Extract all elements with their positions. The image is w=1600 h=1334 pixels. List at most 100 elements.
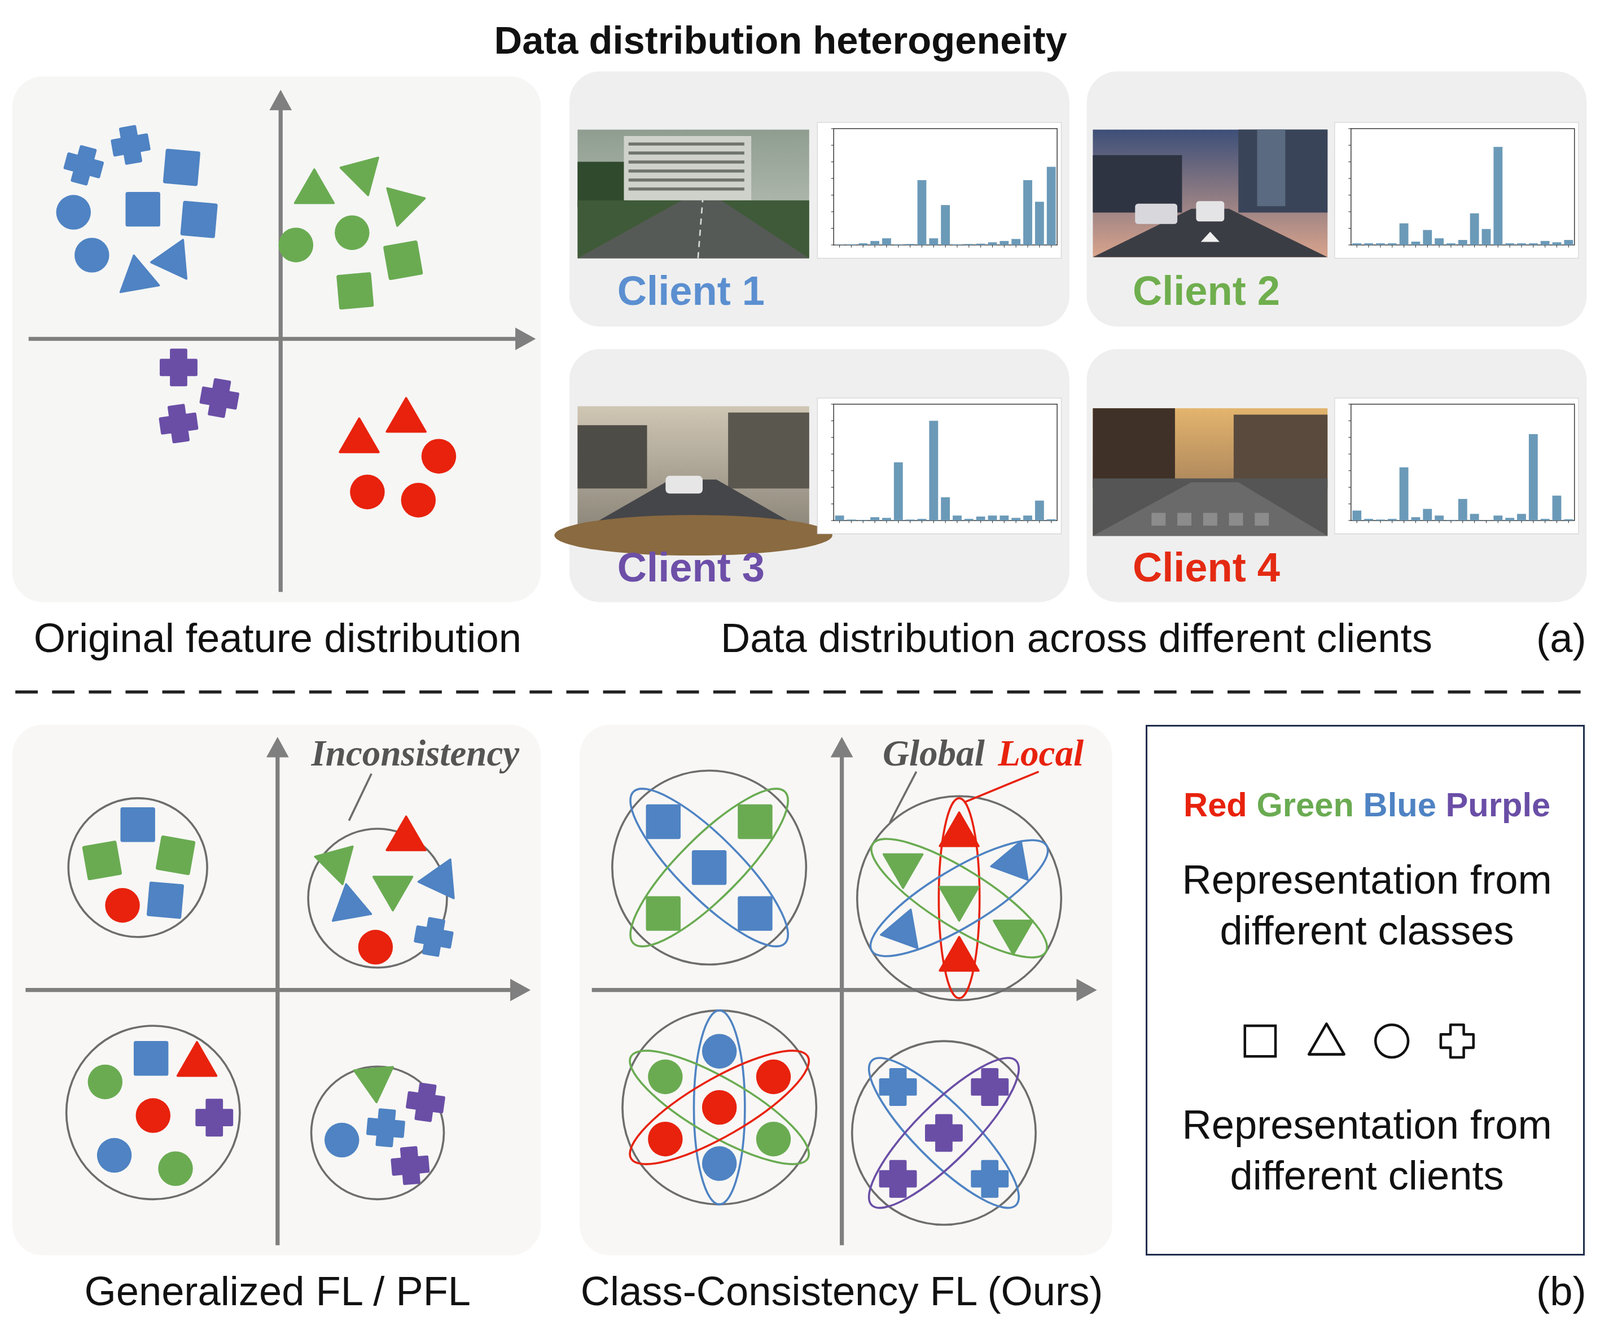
square-marker (155, 834, 196, 875)
axis-tick (933, 520, 935, 524)
panel-background (569, 71, 1070, 327)
axis-tick (1348, 453, 1352, 455)
axis-tick (909, 520, 911, 524)
axis-tick (1403, 244, 1405, 248)
square-marker (336, 272, 375, 310)
axis-tick (921, 520, 923, 524)
circle-marker (324, 1122, 359, 1157)
axis-arrowhead (510, 978, 531, 1002)
client-name: Client 1 (617, 265, 765, 317)
axis-tick (831, 420, 835, 422)
axis-tick (1027, 244, 1028, 248)
axis-tick (1556, 244, 1558, 248)
ground (1092, 478, 1328, 536)
client-name: Client 4 (1132, 541, 1280, 593)
building (1092, 408, 1176, 488)
square-marker (691, 849, 727, 885)
road-arrow (1200, 231, 1220, 242)
histogram-bar (1364, 243, 1374, 245)
text-slot: (a) (1536, 612, 1586, 664)
circle-marker (55, 194, 91, 230)
road (1092, 481, 1328, 536)
cross-marker (413, 916, 454, 957)
histogram-bar (1387, 518, 1397, 521)
histogram-frame (817, 122, 1062, 258)
axis-tick (1379, 244, 1381, 248)
axis-tick (1403, 520, 1405, 524)
axis-tick (1427, 244, 1428, 248)
histogram-bar (1399, 467, 1409, 521)
histogram-bar (999, 515, 1009, 521)
histogram-bar (1364, 518, 1374, 521)
circle-marker (702, 1089, 737, 1125)
axis-tick (1391, 520, 1393, 524)
square-marker (163, 148, 201, 187)
axis-arrowhead (830, 736, 854, 757)
axis-tick (1027, 520, 1028, 524)
cluster-ellipse (851, 1040, 1037, 1225)
axis-tick (839, 244, 840, 248)
histogram-bar (1470, 513, 1480, 521)
legend-text: Representation from different classes (1168, 853, 1567, 957)
axis-tick (1004, 520, 1005, 524)
axis-tick (921, 244, 923, 248)
axis-tick (831, 145, 835, 146)
panel-background (569, 348, 1070, 602)
panel-background (12, 76, 542, 603)
square-marker (81, 840, 122, 881)
axis-tick (1348, 161, 1352, 162)
axis-tick (1544, 244, 1546, 248)
group-circle (857, 795, 1062, 1001)
histogram-frame (1334, 122, 1579, 258)
circle-marker (334, 215, 370, 250)
histogram-bar (1552, 242, 1562, 245)
street-photo (577, 406, 809, 533)
car (1195, 200, 1225, 222)
histogram-bar (1046, 519, 1056, 521)
triangle-marker (883, 853, 923, 888)
text-slot: Original feature distribution (33, 612, 522, 664)
histogram-frame (817, 397, 1062, 534)
histogram-bar (1422, 508, 1432, 521)
text-slot: Global (882, 730, 985, 777)
panel-caption: Original feature distribution (33, 612, 522, 664)
building (728, 412, 810, 489)
axis-tick (831, 487, 835, 488)
histogram-bar (870, 240, 880, 245)
histogram-bar (1375, 243, 1385, 245)
axis-tick (1348, 228, 1352, 229)
car (665, 475, 703, 494)
histogram-bar (1399, 223, 1409, 245)
figure-title: Data distribution heterogeneity (494, 16, 1068, 65)
axis-tick (831, 453, 835, 455)
street-photo (1092, 129, 1328, 258)
legend-circle (1375, 1024, 1409, 1058)
legend-triangle (1308, 1023, 1345, 1054)
text-slot: (b) (1536, 1265, 1586, 1317)
circle-marker (278, 227, 314, 262)
axis-tick (831, 128, 835, 129)
histogram-bar (1458, 239, 1468, 245)
crosswalk (1229, 512, 1244, 526)
axis-tick (851, 244, 852, 248)
road (577, 200, 809, 259)
square-marker (146, 880, 185, 919)
axis-tick (1568, 244, 1569, 248)
cross-marker (880, 1160, 915, 1196)
window-row (628, 160, 745, 164)
text-slot: Class-Consistency FL (Ours) (580, 1265, 1104, 1317)
axis-arrowhead (1076, 978, 1097, 1002)
triangle-marker (340, 157, 387, 200)
triangle-marker (993, 920, 1033, 955)
crosswalk (1151, 512, 1166, 526)
axis-tick (1462, 520, 1463, 524)
text-slot: Client 2 (1132, 265, 1280, 317)
axis-tick (831, 520, 835, 521)
axis-tick (1415, 244, 1417, 248)
histogram-bar (1352, 243, 1362, 245)
histogram-bar (1458, 498, 1468, 521)
histogram-bar (1011, 517, 1021, 521)
axis-tick (1415, 520, 1417, 524)
legend-square (1245, 1025, 1276, 1056)
